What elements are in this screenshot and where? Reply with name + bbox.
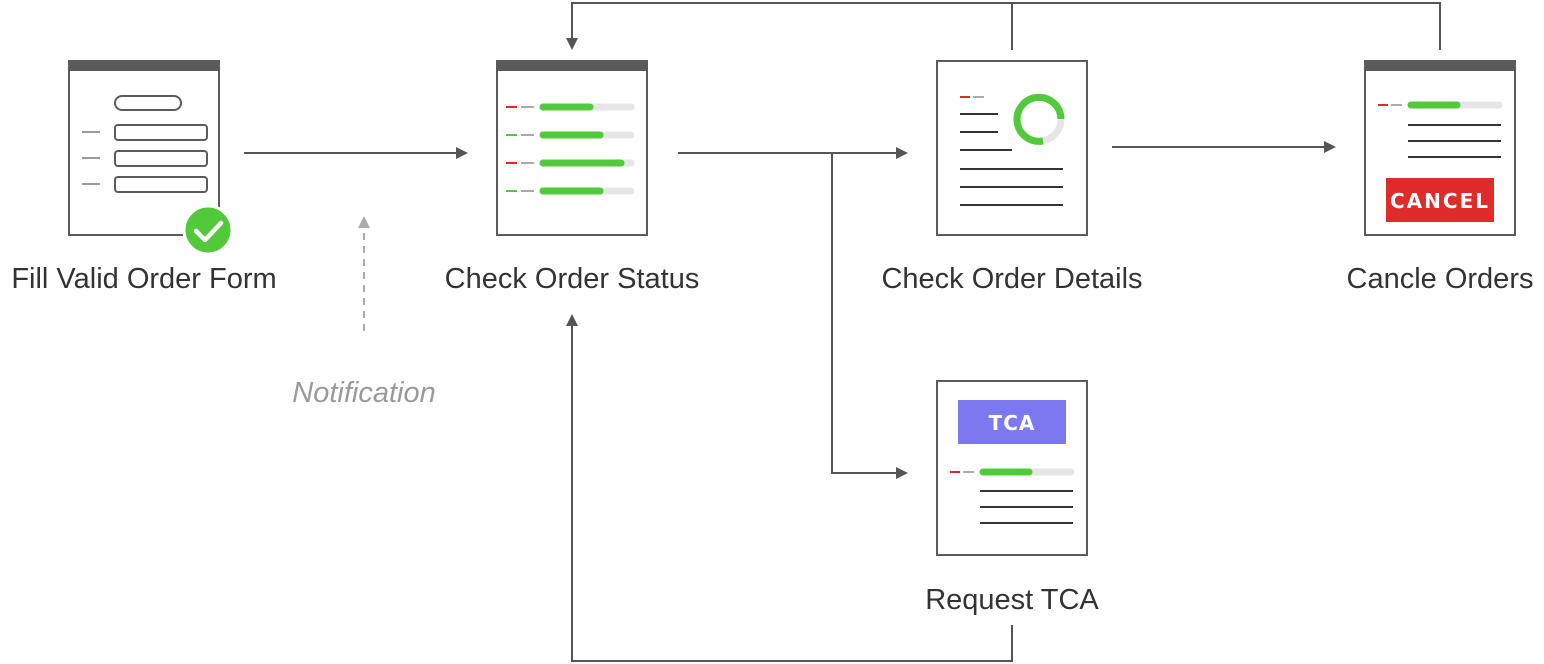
notification-label: Notification <box>292 377 436 409</box>
step-label-fill-form: Fill Valid Order Form <box>11 263 277 295</box>
cancel-badge: CANCEL <box>1390 189 1490 213</box>
details-document-icon <box>936 60 1088 236</box>
arrow-loop-back-to-status-top <box>566 2 1441 50</box>
status-list-document-icon <box>496 60 648 236</box>
tca-document-icon: TCA <box>936 380 1088 556</box>
arrow-branch-to-tca <box>831 153 908 479</box>
step-label-check-status: Check Order Status <box>444 263 700 295</box>
arrow-tca-back-to-status <box>566 314 1013 662</box>
step-label-request-tca: Request TCA <box>925 584 1099 616</box>
cancel-document-icon: CANCEL <box>1364 60 1516 236</box>
step-label-cancel-orders: Cancle Orders <box>1346 263 1534 295</box>
checkmark-icon <box>182 204 234 256</box>
tca-badge: TCA <box>989 411 1036 435</box>
form-document-icon <box>68 60 220 236</box>
step-label-check-details: Check Order Details <box>881 263 1143 295</box>
